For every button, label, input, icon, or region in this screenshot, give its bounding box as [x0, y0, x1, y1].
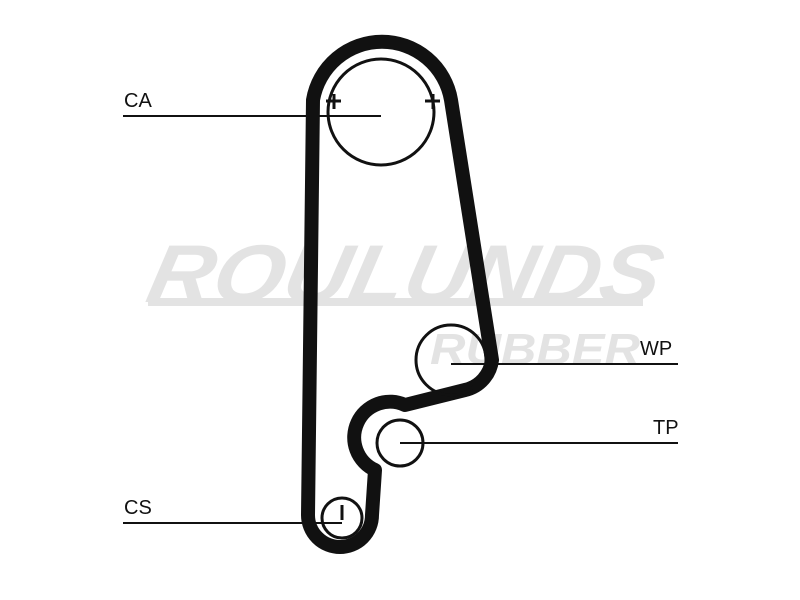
label-ca: CA [124, 90, 152, 112]
leader-lines [123, 115, 678, 524]
water-pump-pulley [414, 323, 488, 397]
label-wp: WP [640, 338, 672, 360]
label-cs: CS [124, 497, 152, 519]
watermark-underline [148, 298, 643, 306]
camshaft-pulley [326, 57, 436, 167]
timing-belt [301, 34, 499, 554]
roulunds-watermark: ROULUNDS RUBBER [140, 228, 672, 374]
watermark-line2: RUBBER [430, 325, 640, 374]
watermark-line1: ROULUNDS [140, 228, 672, 320]
timing-marks [326, 94, 440, 520]
crankshaft-pulley [320, 496, 364, 540]
label-tp: TP [653, 417, 679, 439]
